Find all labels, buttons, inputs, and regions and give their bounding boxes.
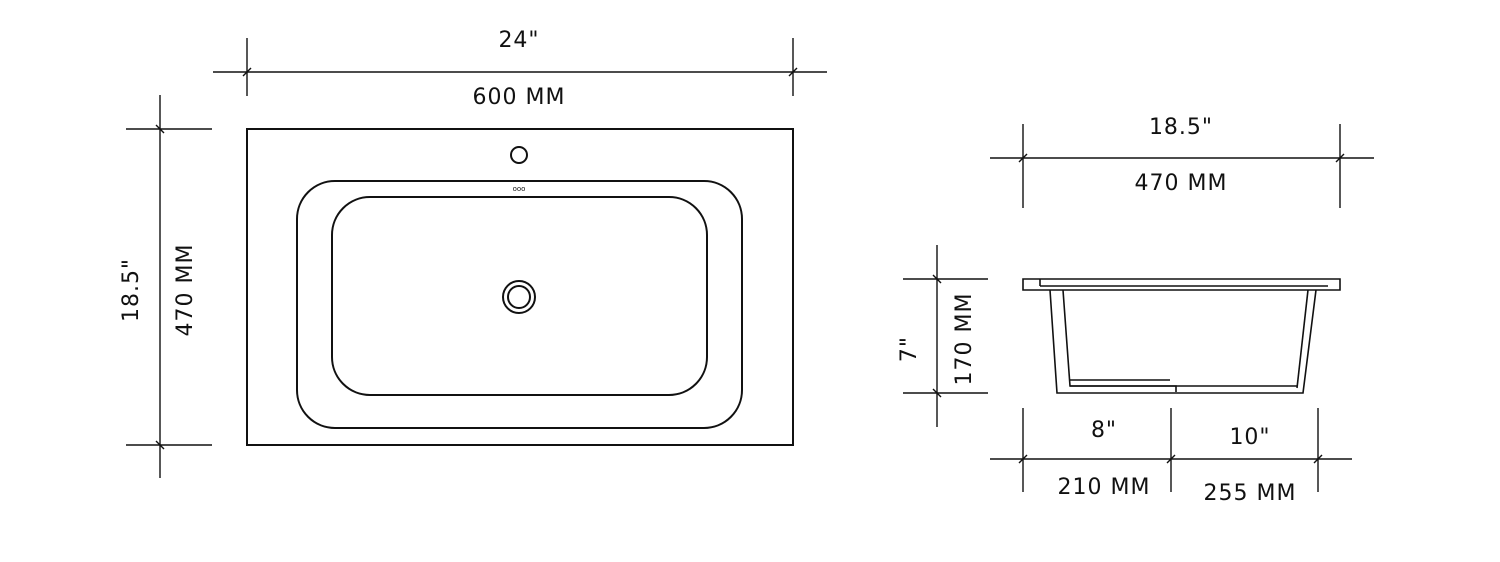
top-depth-mm: 470 MM bbox=[173, 244, 198, 337]
top-depth-inches: 18.5" bbox=[119, 258, 144, 322]
side-view: 18.5" 470 MM 7" 170 MM 8" 210 MM 10" 255… bbox=[897, 115, 1374, 506]
top-width-dimension: 24" 600 MM bbox=[213, 28, 827, 110]
side-height-inches: 7" bbox=[897, 336, 922, 362]
side-depth-dimension: 18.5" 470 MM bbox=[990, 115, 1374, 208]
side-back-mm: 255 MM bbox=[1204, 481, 1297, 506]
side-bowl-profile bbox=[1049, 289, 1317, 394]
drain-inner bbox=[507, 285, 531, 309]
side-countertop bbox=[1022, 278, 1341, 291]
top-depth-dimension: 18.5" 470 MM bbox=[119, 95, 212, 478]
top-width-mm: 600 MM bbox=[473, 85, 566, 110]
countertop-outline bbox=[246, 128, 794, 446]
side-back-inches: 10" bbox=[1229, 425, 1270, 450]
side-front-inches: 8" bbox=[1091, 418, 1117, 443]
drain-outer bbox=[502, 280, 536, 314]
side-height-mm: 170 MM bbox=[952, 293, 977, 386]
faucet-hole bbox=[510, 146, 528, 164]
basin-outer-rim bbox=[296, 180, 743, 429]
basin-inner-bowl bbox=[331, 196, 708, 396]
side-depth-inches: 18.5" bbox=[1149, 115, 1213, 140]
top-width-inches: 24" bbox=[498, 28, 539, 53]
side-front-mm: 210 MM bbox=[1058, 475, 1151, 500]
side-height-dimension: 7" 170 MM bbox=[897, 245, 988, 427]
overflow-holes: ooo bbox=[513, 185, 526, 193]
top-view: ooo 24" 600 MM 18.5" 470 MM bbox=[119, 28, 827, 478]
side-bottom-dimensions: 8" 210 MM 10" 255 MM bbox=[990, 408, 1352, 506]
side-depth-mm: 470 MM bbox=[1135, 171, 1228, 196]
